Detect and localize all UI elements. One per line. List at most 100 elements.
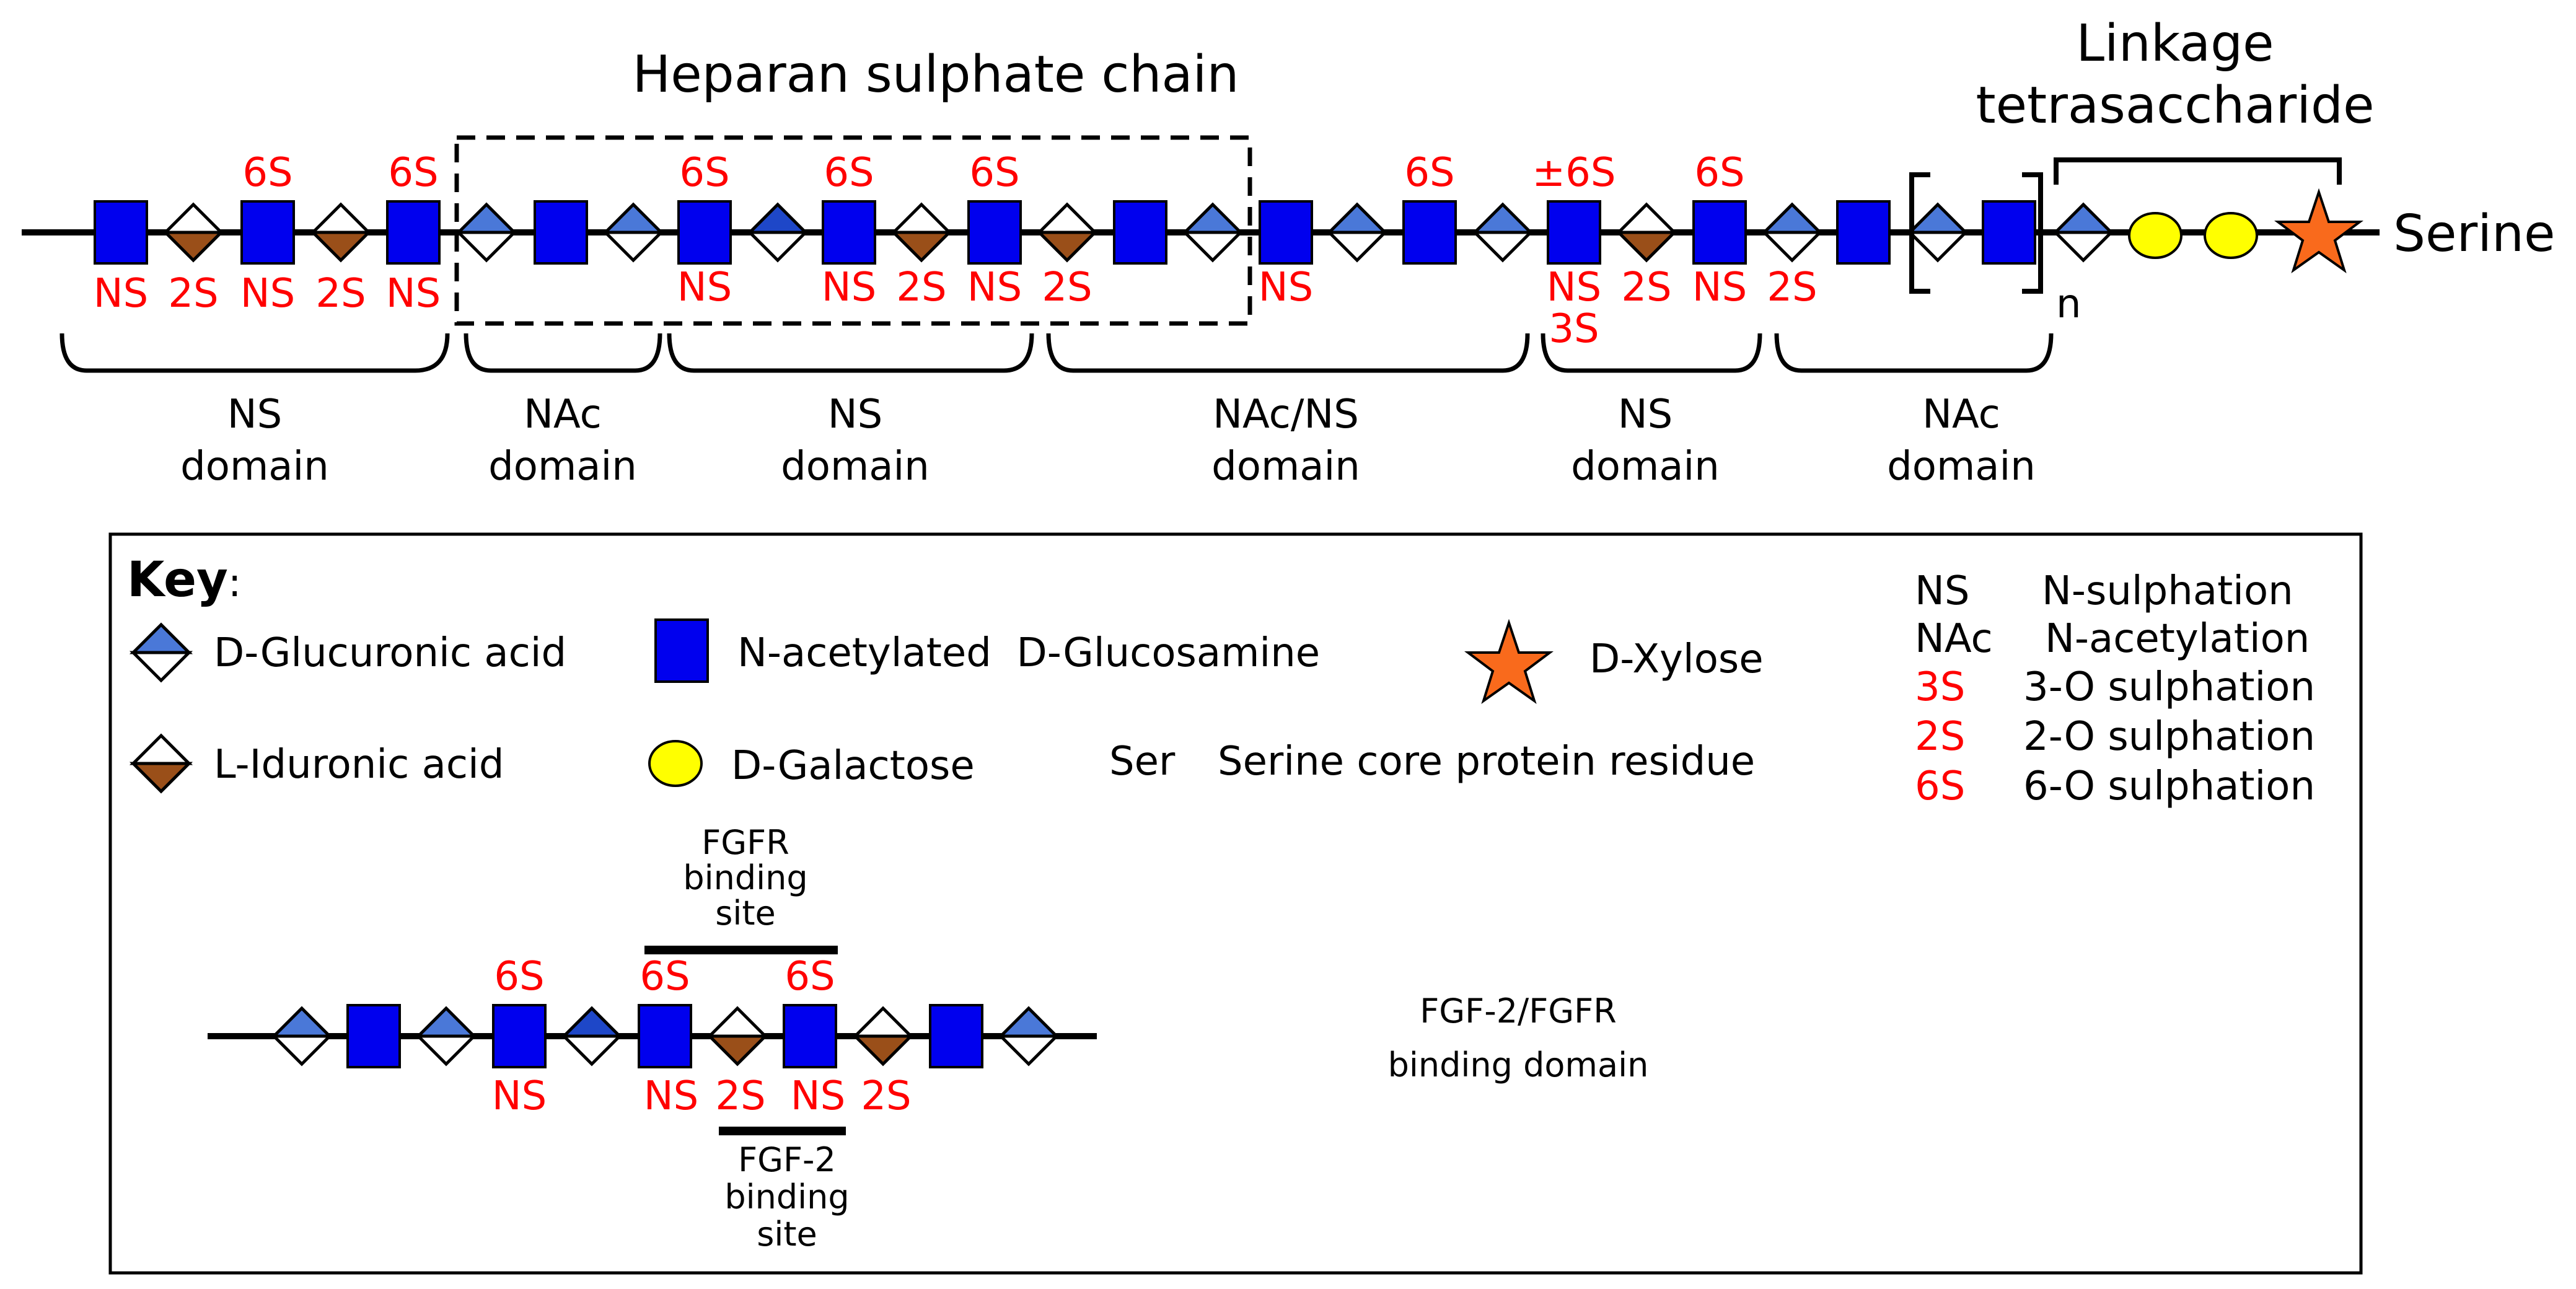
sulph-ns-label: NS <box>492 1073 547 1119</box>
svg-text:domain: domain <box>180 444 329 490</box>
glucosamine-square <box>929 1004 983 1068</box>
glucosamine-square <box>783 1004 837 1068</box>
sulph-2s-label: 2S <box>1621 265 1671 310</box>
sulph-ns-label: NS <box>240 271 296 317</box>
svg-text:domain: domain <box>1211 444 1360 490</box>
iduronic-diamond <box>165 205 221 260</box>
svg-text:NAc: NAc <box>1922 392 2000 438</box>
binding-domain-caption-line1: FGF-2/FGFR <box>1420 992 1617 1031</box>
linkage-title-line1: Linkage <box>2076 14 2274 73</box>
sulph-6s-label: 6S <box>679 150 729 196</box>
fgf2-site-label-line3: site <box>757 1215 817 1254</box>
domain-brace: NAc domain <box>464 333 662 490</box>
svg-text:NAc/NS: NAc/NS <box>1213 392 1359 438</box>
abbr-ns: NS <box>1915 568 1970 614</box>
repeat-n-label: n <box>2056 281 2081 327</box>
iduronic-diamond <box>894 205 949 260</box>
domain-brace: NS domain <box>667 333 1034 490</box>
glucosamine-square <box>677 200 732 265</box>
abbr-2s: 2S <box>1915 714 1965 760</box>
iduronic-diamond <box>855 1008 911 1064</box>
sulph-6s-label: 6S <box>1404 150 1454 196</box>
key-border <box>108 532 2363 1275</box>
abbr-6s-desc: 6-O sulphation <box>2023 763 2315 809</box>
sulph-2s-label: 2S <box>861 1073 911 1119</box>
sulph-ns-label: NS <box>386 271 441 317</box>
key-header: Key: <box>127 552 241 608</box>
glucosamine-square <box>1402 200 1457 265</box>
xylose-key-icon <box>1464 618 1554 705</box>
serine-label: Serine <box>2393 205 2555 263</box>
glucosamine-square <box>1982 200 2036 265</box>
glucuronic-diamond <box>1185 205 1241 260</box>
glucuronic-diamond <box>1475 205 1531 260</box>
svg-text:domain: domain <box>1887 444 2036 490</box>
fgf2-site-label-line1: FGF-2 <box>738 1140 836 1179</box>
repeat-bracket-left <box>1909 172 1930 294</box>
main-chain: n Heparan sulphate chain Linkage tetrasa… <box>22 14 2555 352</box>
sulph-ns-label: NS <box>967 265 1022 310</box>
sulph-ns-label: NS <box>644 1073 699 1119</box>
sulph-6s-label: 6S <box>388 150 438 196</box>
svg-text:domain: domain <box>488 444 637 490</box>
glucosamine-square <box>1113 200 1167 265</box>
galactose-circle <box>2204 212 2258 259</box>
sulph-6s-label: 6S <box>785 954 835 1000</box>
svg-text:NAc: NAc <box>524 392 602 438</box>
iduronic-key-icon <box>133 736 189 791</box>
binding-domain-diagram: 6S 6S 6S NS NS 2S NS 2S FGFR binding sit… <box>208 823 1648 1254</box>
sulph-6s-label: 6S <box>242 150 292 196</box>
iduronic-diamond <box>1619 205 1674 260</box>
galactose-circle <box>2128 212 2183 259</box>
glucosamine-square <box>822 200 876 265</box>
xylose-star <box>2274 188 2363 274</box>
abbr-3s: 3S <box>1915 664 1965 710</box>
glucosamine-square <box>94 200 148 265</box>
domain-brace: NS domain <box>59 333 450 490</box>
iduronic-diamond <box>313 205 369 260</box>
glucosamine-square <box>1836 200 1891 265</box>
sulph-2s-label: 2S <box>315 271 366 317</box>
fgfr-site-label-line1: FGFR <box>701 823 789 862</box>
svg-text:NS: NS <box>227 392 283 438</box>
sulph-2s-label: 2S <box>896 265 946 310</box>
glucuronic-diamond <box>564 1008 620 1064</box>
glucosamine-square <box>1259 200 1313 265</box>
key-galactose-label: D-Galactose <box>731 743 975 789</box>
sulph-2s-label: 2S <box>1767 265 1817 310</box>
sulph-2s-label: 2S <box>715 1073 765 1119</box>
glucuronic-diamond <box>1001 1008 1057 1064</box>
dashed-region-box <box>454 135 1252 326</box>
domain-brace: NAc domain <box>1774 333 2054 490</box>
glucosamine-square <box>1547 200 1601 265</box>
glucosamine-square <box>386 200 441 265</box>
sulph-ns-label: NS <box>1259 265 1314 310</box>
key-glucosamine-label: N-acetylated D-Glucosamine <box>737 630 1320 676</box>
abbr-ns-desc: N-sulphation <box>2042 568 2293 614</box>
linkage-bracket <box>2054 157 2342 185</box>
iduronic-diamond <box>710 1008 765 1064</box>
glucosamine-square <box>534 200 588 265</box>
key-iduronic-label: L-Iduronic acid <box>214 742 504 788</box>
glucuronic-diamond <box>1764 205 1820 260</box>
sulph-2s-label: 2S <box>168 271 218 317</box>
svg-text:domain: domain <box>781 444 930 490</box>
sulph-ns-label: NS <box>1547 265 1602 310</box>
linkage-title-line2: tetrasaccharide <box>1976 76 2374 135</box>
sulph-2s-label: 2S <box>1042 265 1092 310</box>
sulph-ns-label: NS <box>1692 265 1747 310</box>
galactose-key-icon <box>648 740 703 787</box>
sulph-3s-label: 3S <box>1549 306 1599 352</box>
fgfr-site-label-line2: binding <box>683 858 807 897</box>
abbr-nac-desc: N-acetylation <box>2045 616 2310 662</box>
glucosamine-square <box>967 200 1022 265</box>
sulph-ns-label: NS <box>822 265 877 310</box>
glucosamine-square <box>1692 200 1747 265</box>
domain-braces: NS domain NAc domain NS domain NAc/NS do… <box>59 333 2054 490</box>
key-ser-desc: Serine core protein residue <box>1218 739 1755 785</box>
key-box: Key: D-Glucuronic acid L-Iduronic acid N… <box>108 532 2363 1275</box>
sulph-6s-label: 6S <box>640 954 690 1000</box>
iduronic-diamond <box>1039 205 1095 260</box>
sulph-6s-label: 6S <box>824 150 874 196</box>
